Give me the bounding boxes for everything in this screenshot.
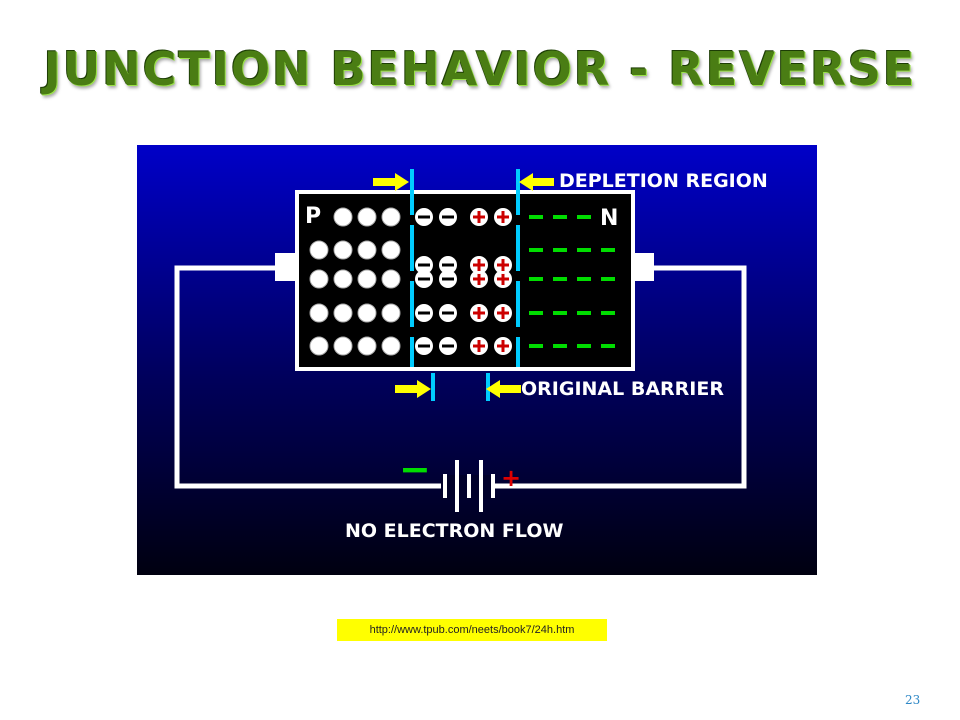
slide-title: JUNCTION BEHAVIOR - REVERSE [43, 42, 917, 96]
hole [333, 336, 353, 356]
positive-ion [494, 270, 512, 288]
no-electron-flow-label: NO ELECTRON FLOW [345, 520, 563, 542]
hole [357, 269, 377, 289]
positive-ion [470, 270, 488, 288]
hole [381, 240, 401, 260]
positive-ion [470, 256, 488, 274]
positive-ion [494, 208, 512, 226]
hole [357, 303, 377, 323]
original-barrier-label: ORIGINAL BARRIER [521, 378, 724, 400]
negative-ion [439, 337, 457, 355]
positive-ion [494, 256, 512, 274]
hole [309, 336, 329, 356]
hole [381, 269, 401, 289]
circuit-wire-left [174, 265, 443, 489]
hole [333, 240, 353, 260]
hole [381, 336, 401, 356]
p-label: P [305, 204, 321, 229]
junction-diagram: P N DEPLETION REGION ORIGINAL BARRIER − … [137, 145, 817, 575]
page-number: 23 [905, 693, 921, 707]
arrow-depletion-left [373, 173, 409, 191]
source-link[interactable]: http://www.tpub.com/neets/book7/24h.htm [337, 619, 607, 641]
arrow-barrier-right [486, 380, 521, 398]
positive-ion [470, 337, 488, 355]
negative-ion [439, 304, 457, 322]
hole [333, 269, 353, 289]
hole [381, 303, 401, 323]
n-label: N [600, 206, 618, 231]
arrow-depletion-right [519, 173, 554, 191]
hole [357, 336, 377, 356]
hole [333, 207, 353, 227]
battery-negative-sign: − [399, 447, 431, 491]
hole [381, 207, 401, 227]
n-region-electrons [529, 215, 615, 348]
negative-ions [415, 208, 457, 355]
hole [309, 269, 329, 289]
negative-ion [415, 304, 433, 322]
negative-ion [415, 270, 433, 288]
depletion-region-label: DEPLETION REGION [559, 170, 768, 192]
positive-ion [470, 208, 488, 226]
hole [309, 240, 329, 260]
hole [333, 303, 353, 323]
negative-ion [439, 256, 457, 274]
hole [357, 240, 377, 260]
circuit-wire-right [493, 265, 747, 489]
negative-ion [439, 270, 457, 288]
positive-ion [470, 304, 488, 322]
arrow-barrier-left [395, 380, 431, 398]
positive-ion [494, 337, 512, 355]
negative-ion [415, 208, 433, 226]
negative-ion [439, 208, 457, 226]
negative-ion [415, 337, 433, 355]
positive-ions [470, 208, 512, 355]
negative-ion [415, 256, 433, 274]
hole [309, 303, 329, 323]
positive-ion [494, 304, 512, 322]
battery-positive-sign: + [501, 464, 521, 492]
p-region-holes [309, 207, 401, 356]
hole [357, 207, 377, 227]
